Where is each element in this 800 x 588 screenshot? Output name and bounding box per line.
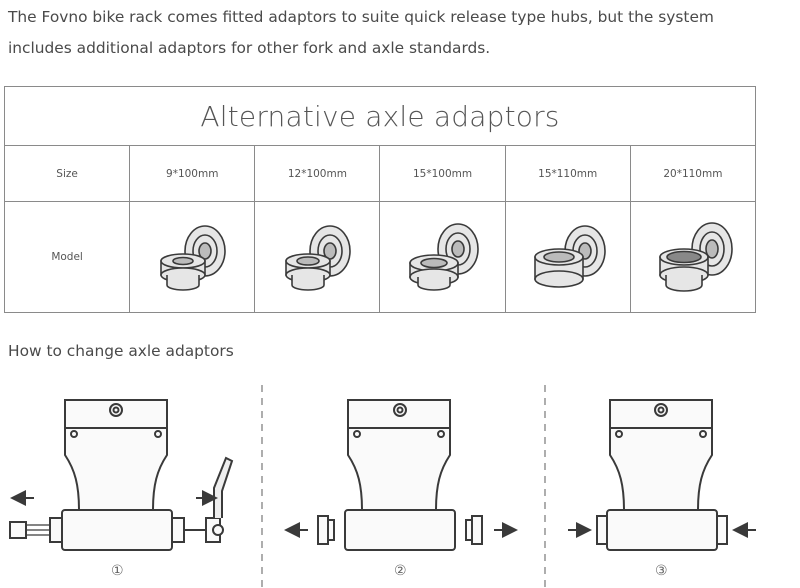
table-title: Alternative axle adaptors [4,86,756,146]
model-cell-1 [129,201,256,313]
size-label: Size [3,145,131,202]
adaptor-image-5 [659,221,733,292]
model-cell-5 [629,201,757,313]
adaptor-table: Alternative axle adaptors Size 9*100mm 1… [3,86,757,313]
adaptor-image-3 [408,222,479,291]
model-cell-3 [379,201,506,313]
intro-text: The Fovno bike rack comes fitted adaptor… [8,2,798,64]
model-label: Model [3,201,131,313]
step-1-drawing [9,399,234,551]
size-row: Size 9*100mm 12*100mm 15*100mm 15*110mm … [3,145,757,202]
model-row: Model [3,201,757,313]
howto-heading: How to change axle adaptors [8,342,234,360]
size-cell-2: 12*100mm [254,145,381,202]
adaptor-change-diagram [9,385,756,588]
model-cell-4 [504,201,631,313]
step-2-drawing [317,399,483,551]
size-cell-3: 15*100mm [379,145,506,202]
size-cell-4: 15*110mm [504,145,631,202]
size-cell-1: 9*100mm [129,145,256,202]
adaptor-image-4 [533,224,606,288]
step-number-1: ① [111,563,124,579]
step-number-2: ② [394,563,407,579]
intro-line-1: The Fovno bike rack comes fitted adaptor… [8,8,714,26]
adaptor-image-2 [285,224,352,291]
step-number-3: ③ [655,563,668,579]
step-3-drawing [596,399,728,551]
intro-line-2: includes additional adaptors for other f… [8,39,491,57]
model-cell-2 [254,201,381,313]
adaptor-image-1 [160,224,227,291]
dashed-dividers [261,385,546,588]
size-cell-5: 20*110mm [629,145,757,202]
